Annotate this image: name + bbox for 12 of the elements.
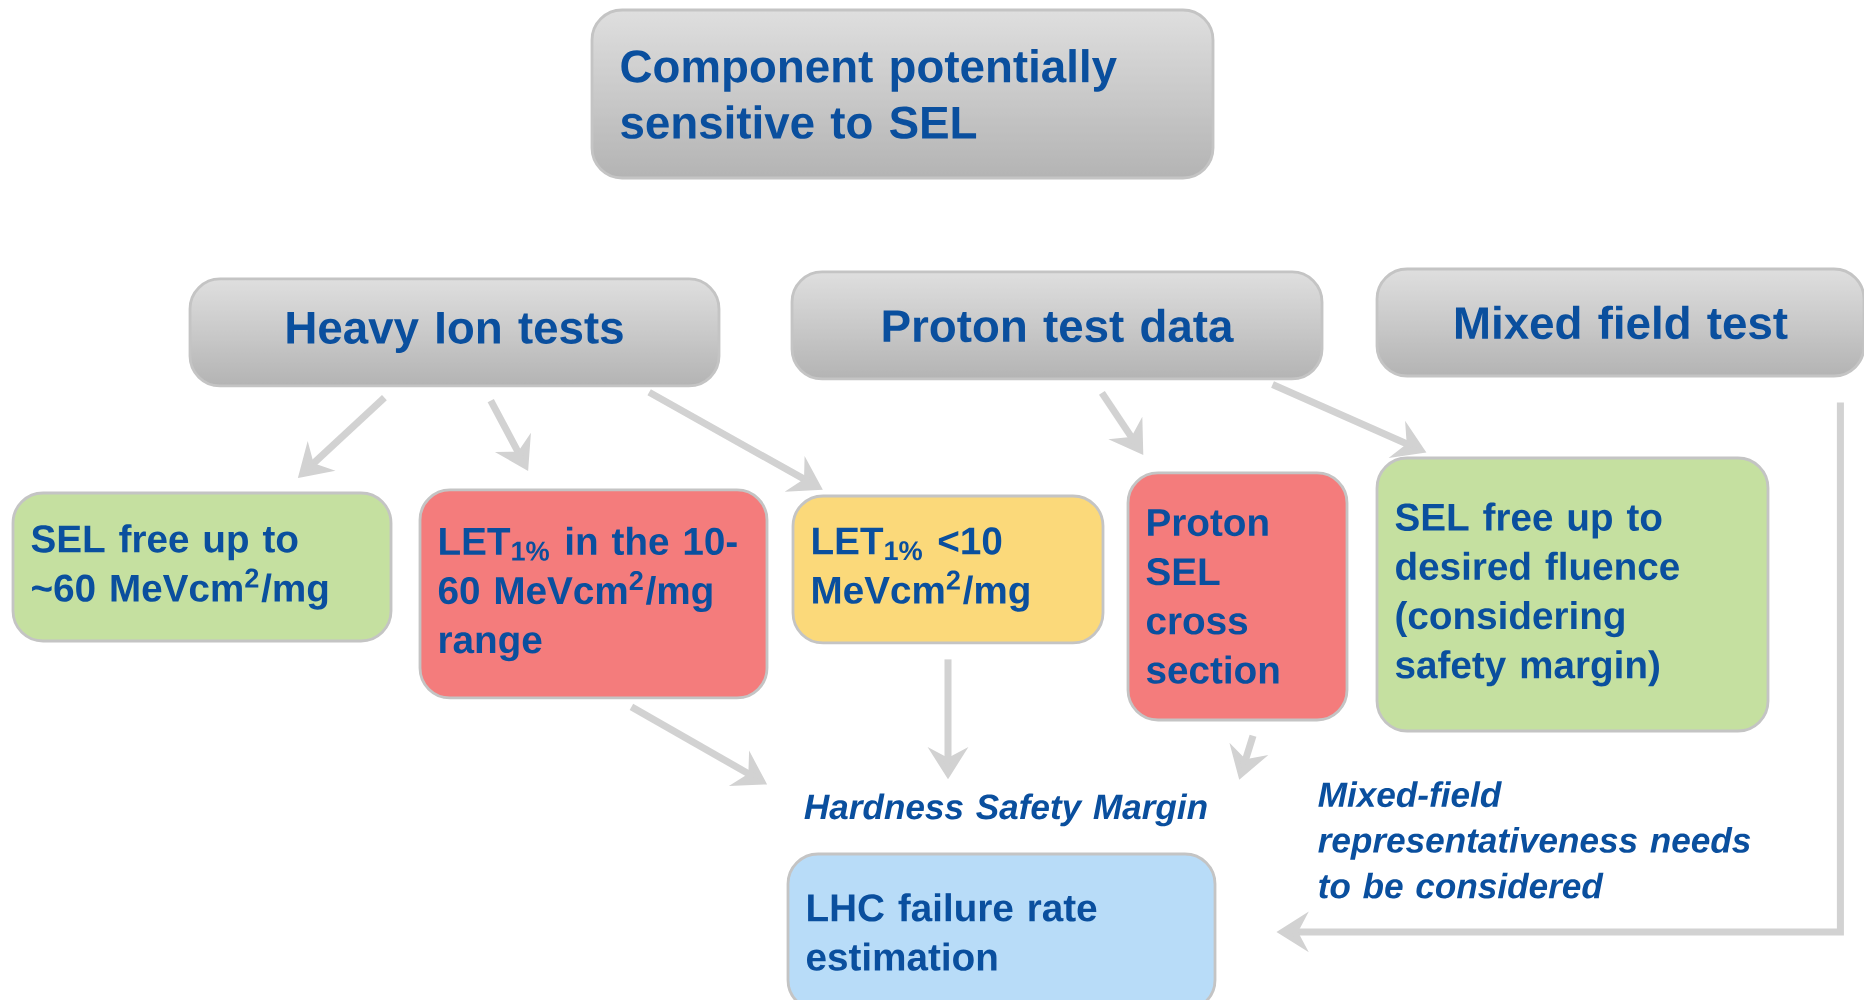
result-box: Proton SEL cross section (1126, 471, 1349, 722)
result-box: SEL free up to desired fluence (considering safety margin) (1375, 456, 1770, 733)
note-text: Hardness Safety Margin (804, 793, 1207, 827)
result-box: LET$_{1%}$ <10 MeVcm$^{2}$/mg (791, 494, 1105, 645)
result-box: LET$_{1%}$ in the 10-60 MeVcm$^{2}$/mg range (418, 488, 769, 700)
note-text: Mixed-field representativeness needs to be considered (1318, 781, 1751, 899)
heading-box: Mixed field test (1375, 267, 1864, 378)
result-box: SEL free up to ~60 MeVcm$^{2}$/mg (11, 491, 393, 643)
heading-box: Heavy Ion tests (188, 277, 721, 388)
result-box: LHC failure rate estimation (786, 852, 1217, 1000)
heading-box: Component potentially sensitive to SEL (590, 8, 1215, 180)
heading-box: Proton test data (790, 270, 1324, 381)
